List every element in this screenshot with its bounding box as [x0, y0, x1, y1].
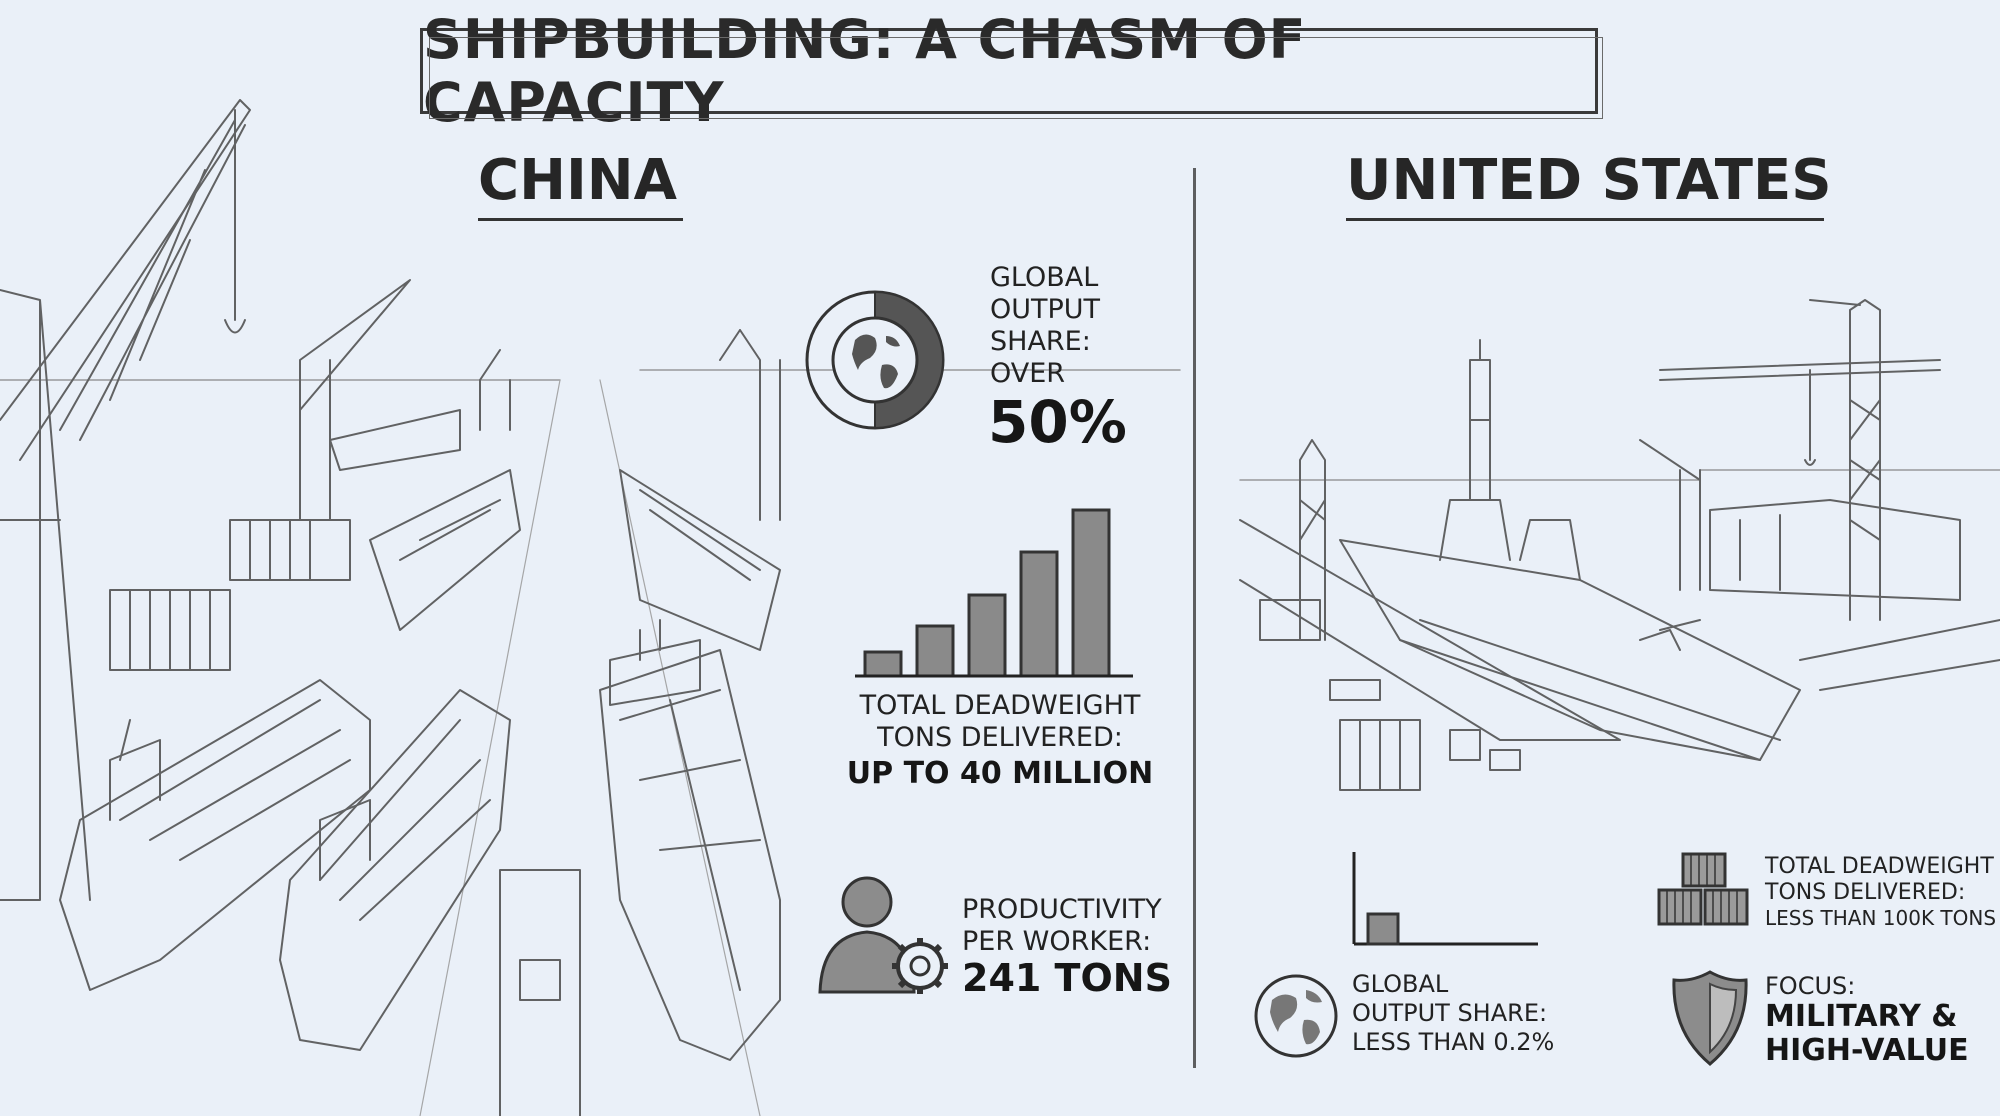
china-deadweight-label-line-1: TOTAL DEADWEIGHT [859, 690, 1141, 721]
page-title: SHIPBUILDING: A CHASM OF CAPACITY [420, 8, 1603, 134]
us-global-share-label-line-2: OUTPUT SHARE: [1352, 999, 1548, 1027]
us-deadweight-value: LESS THAN 100K TONS [1765, 906, 1997, 930]
china-productivity-label: PRODUCTIVITY PER WORKER: [962, 894, 1162, 958]
china-productivity-label-line-1: PRODUCTIVITY [962, 894, 1162, 925]
china-global-share-label-line-4: OVER [990, 358, 1066, 389]
us-global-share-value: LESS THAN 0.2% [1352, 1028, 1555, 1056]
tiny-bar-chart-icon [1352, 852, 1538, 946]
globe-donut-icon [805, 290, 945, 430]
us-deadweight-label-line-2: TONS DELIVERED: [1765, 880, 1966, 905]
china-productivity-value: 241 TONS [962, 956, 1172, 1000]
us-global-share-label: GLOBAL OUTPUT SHARE: [1352, 970, 1547, 1028]
globe-icon [1254, 974, 1338, 1058]
center-divider [1193, 168, 1196, 1068]
us-heading-underline [1346, 218, 1824, 221]
china-global-share-label-line-2: OUTPUT [990, 294, 1101, 325]
china-deadweight-value: UP TO 40 MILLION [846, 756, 1154, 791]
china-global-share-value: 50% [988, 388, 1127, 456]
china-heading-underline [478, 218, 683, 221]
china-global-share-label: GLOBAL OUTPUT SHARE: OVER [990, 262, 1100, 390]
us-global-share-label-line-1: GLOBAL [1352, 970, 1449, 998]
us-heading: UNITED STATES [1346, 148, 1832, 213]
us-focus-value: MILITARY & HIGH-VALUE [1765, 1000, 1969, 1068]
china-heading: CHINA [478, 148, 678, 213]
us-focus-value-line-2: HIGH-VALUE [1765, 1033, 1969, 1068]
worker-gear-icon [818, 876, 948, 994]
us-deadweight-label: TOTAL DEADWEIGHT TONS DELIVERED: [1765, 854, 1994, 906]
china-deadweight-label-line-2: TONS DELIVERED: [877, 722, 1123, 753]
china-global-share-label-line-1: GLOBAL [990, 262, 1099, 293]
stacked-containers-icon [1657, 852, 1749, 926]
china-global-share-label-line-3: SHARE: [990, 326, 1091, 357]
bar-chart-icon [855, 508, 1133, 678]
shield-icon [1672, 970, 1748, 1066]
us-focus-value-line-1: MILITARY & [1765, 999, 1958, 1034]
us-deadweight-label-line-1: TOTAL DEADWEIGHT [1765, 854, 1994, 879]
china-productivity-label-line-2: PER WORKER: [962, 926, 1152, 957]
us-focus-label: FOCUS: [1765, 972, 1856, 1000]
china-deadweight-label: TOTAL DEADWEIGHT TONS DELIVERED: [840, 690, 1160, 754]
